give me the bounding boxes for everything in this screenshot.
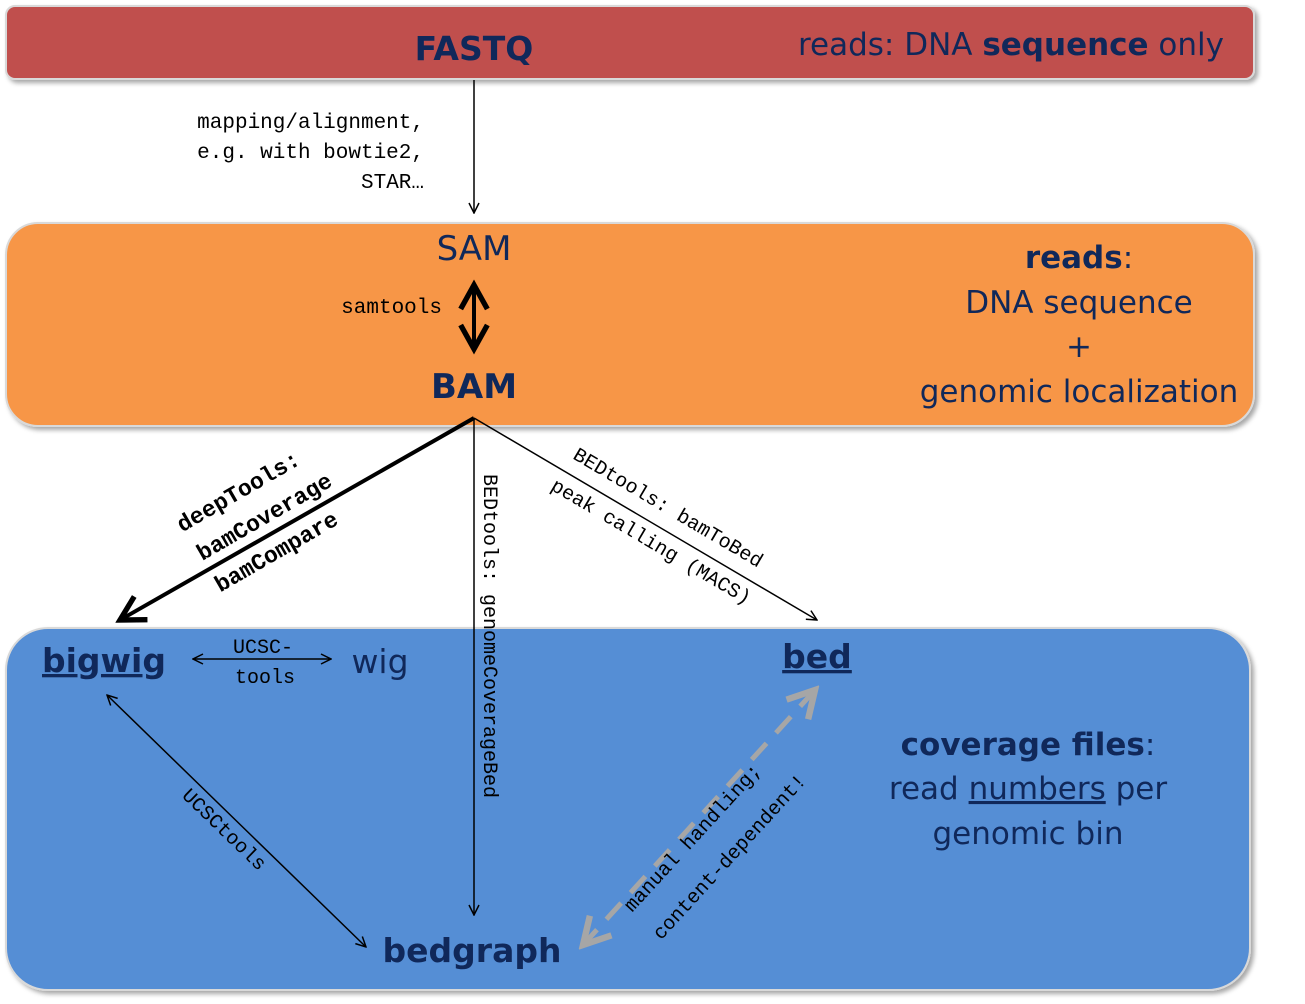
fastq-label: FASTQ <box>415 29 534 68</box>
fastq-description: reads: DNA sequence only <box>798 27 1224 63</box>
sam-bam-box <box>5 222 1255 427</box>
svg-text:DNA sequence: DNA sequence <box>965 285 1193 321</box>
reads-description: reads: DNA sequence + genomic localizati… <box>920 240 1239 410</box>
samtools-label: samtools <box>341 297 442 320</box>
bed-bedgraph-dashed-arrow <box>583 690 815 945</box>
svg-text:reads:: reads: <box>1025 240 1133 276</box>
svg-text:UCSC-: UCSC- <box>233 637 293 660</box>
svg-text:e.g. with bowtie2,: e.g. with bowtie2, <box>197 142 424 165</box>
bedtools-genomecoveragebed-label: BEDtools: genomeCoverageBed <box>477 474 500 798</box>
bigwig-bedgraph-double-arrow <box>107 695 366 947</box>
ucsc-tools-short-label: UCSC- tools <box>233 637 295 690</box>
bed-label: bed <box>782 637 852 676</box>
mapping-label: mapping/alignment, e.g. with bowtie2, ST… <box>197 112 424 195</box>
bedgraph-label: bedgraph <box>383 931 562 970</box>
sam-label: SAM <box>437 229 512 269</box>
svg-text:read numbers per: read numbers per <box>889 771 1167 807</box>
svg-text:STAR…: STAR… <box>361 172 424 195</box>
bam-label: BAM <box>431 367 517 407</box>
svg-text:genomic localization: genomic localization <box>920 374 1239 410</box>
svg-text:genomic bin: genomic bin <box>932 816 1123 852</box>
bedtools-bamtobed-label: BEDtools: bamToBed peak calling (MACS) <box>546 444 766 611</box>
bam-to-bed-arrow <box>473 417 817 620</box>
svg-text:mapping/alignment,: mapping/alignment, <box>197 112 424 135</box>
svg-text:tools: tools <box>235 667 295 690</box>
coverage-description: coverage files: read numbers per genomic… <box>889 727 1167 852</box>
bam-to-bigwig-arrow <box>120 416 475 620</box>
fastq-box <box>5 5 1255 80</box>
svg-text:coverage files:: coverage files: <box>901 727 1156 763</box>
wig-label: wig <box>351 642 408 681</box>
svg-text:+: + <box>1066 329 1092 365</box>
bigwig-label: bigwig <box>42 641 166 680</box>
